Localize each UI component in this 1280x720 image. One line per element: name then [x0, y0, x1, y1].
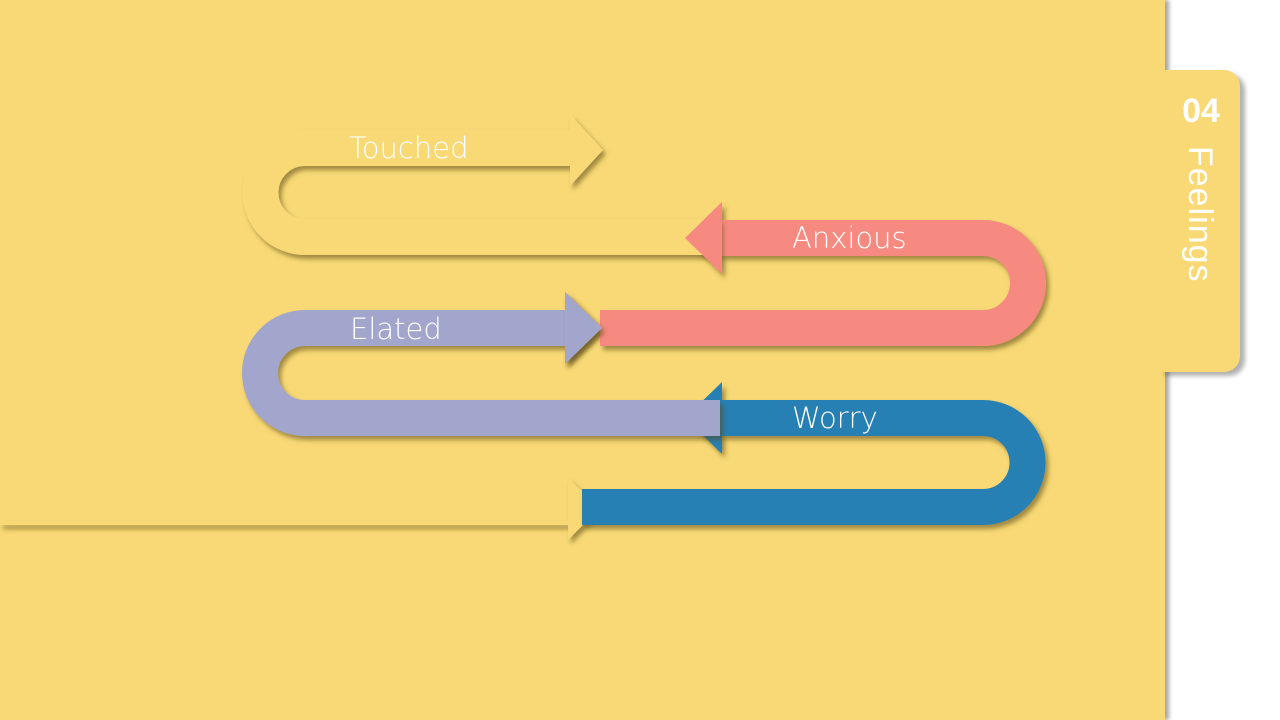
section-tab [1160, 70, 1240, 372]
entry-arrow [0, 478, 600, 540]
label-touched: Touched [349, 131, 468, 165]
elated-arrowhead [565, 292, 602, 364]
slide-background [0, 0, 1165, 720]
label-elated: Elated [350, 312, 442, 346]
label-anxious: Anxious [792, 221, 907, 255]
arrow-touched [242, 114, 720, 255]
anxious-arrowhead [685, 202, 722, 274]
section-title: Feelings [1181, 146, 1219, 283]
label-worry: Worry [792, 401, 878, 435]
section-number: 04 [1182, 92, 1220, 130]
flow-diagram: Touched Anxious Elated Worry [0, 114, 1046, 540]
